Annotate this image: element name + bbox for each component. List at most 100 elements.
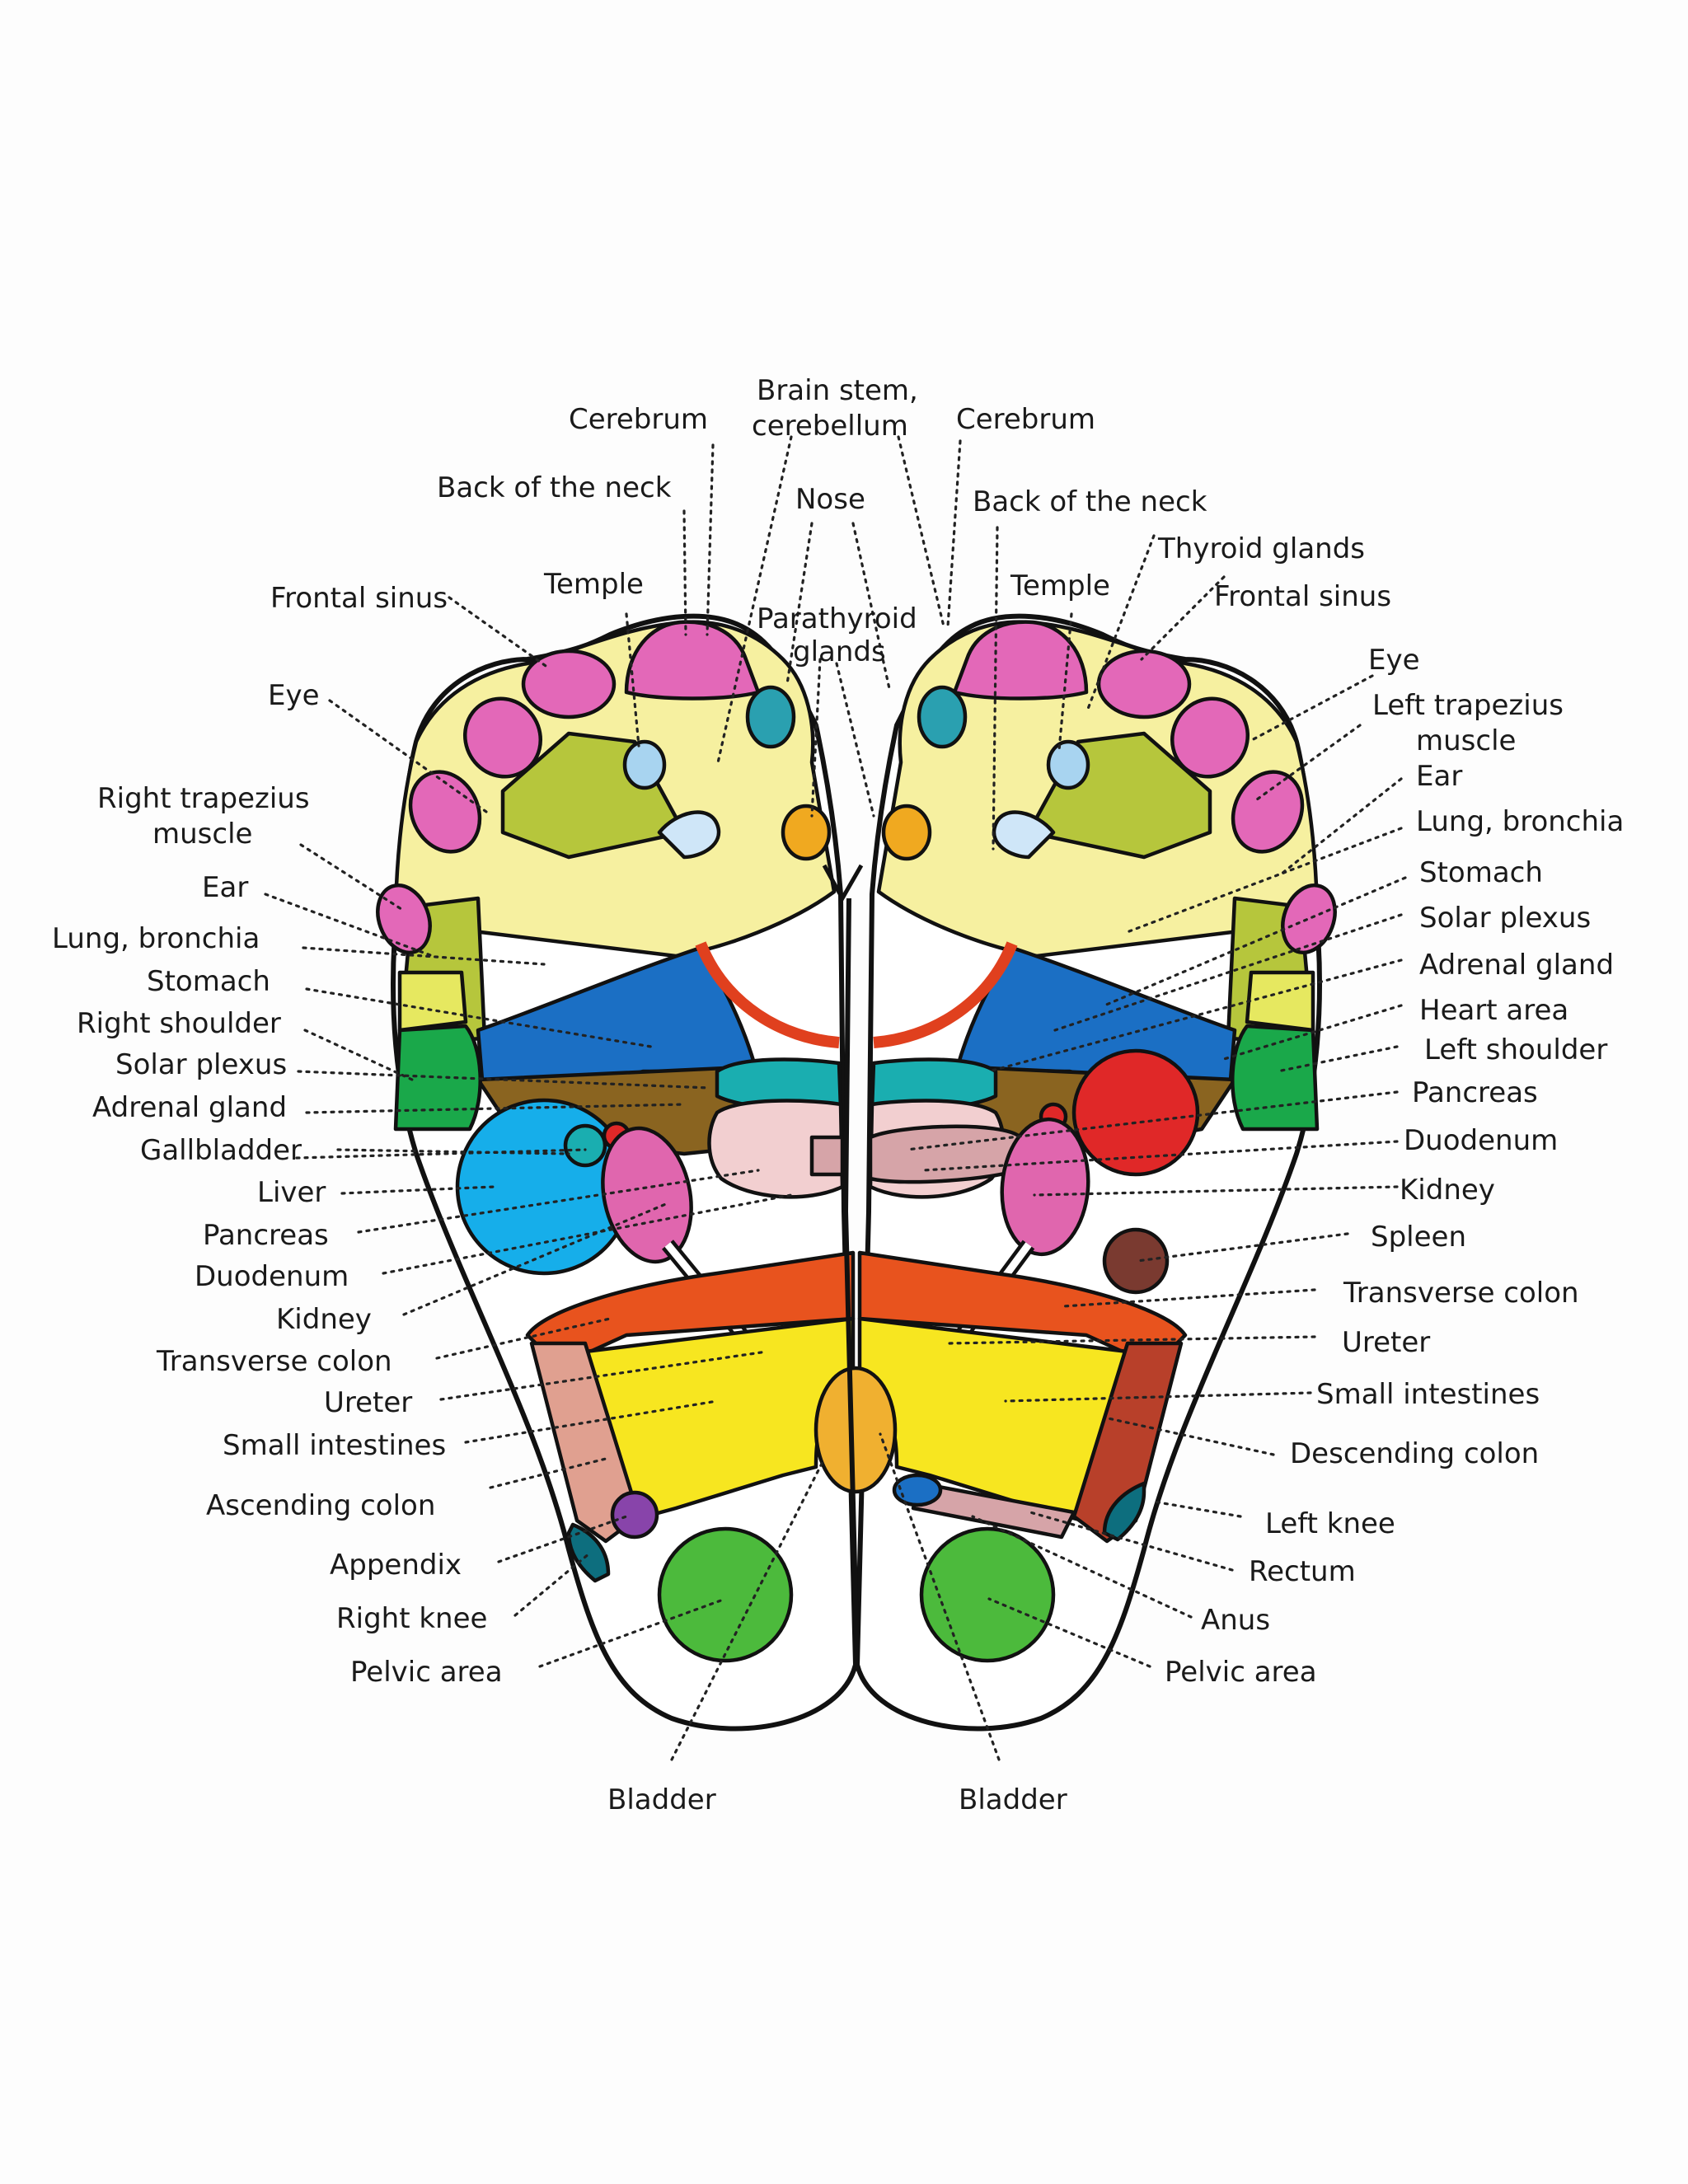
left-toe-3: [1170, 696, 1250, 779]
label-solar-right: Solar plexus: [115, 1048, 287, 1081]
label-spleen: Spleen: [1371, 1221, 1466, 1254]
center-divider: [842, 898, 860, 1666]
left-temple-oval: [1046, 739, 1090, 790]
right-nose-oval: [745, 685, 796, 749]
label-kidney-left: Kidney: [1400, 1174, 1495, 1207]
label-parathyroid-line2: glands: [793, 635, 886, 668]
left-pelvic-circle: [919, 1526, 1056, 1663]
right-big-toe: [624, 620, 761, 701]
label-back-neck-left: Back of the neck: [973, 485, 1207, 518]
right-pelvic-circle: [657, 1526, 794, 1663]
label-kidney-right: Kidney: [276, 1303, 372, 1336]
label-eye-right: Eye: [268, 679, 320, 712]
right-temple-oval: [622, 739, 667, 790]
label-pelvic-left: Pelvic area: [1165, 1656, 1317, 1689]
right-mauve-zone: [809, 1135, 845, 1177]
right-cerebellum-oval: [657, 810, 721, 860]
right-kidney-oval: [601, 1126, 693, 1264]
label-left-trapezius-line1: Left trapezius: [1372, 689, 1564, 722]
right-gallbladder-dot: [563, 1123, 607, 1168]
label-pelvic-right: Pelvic area: [350, 1656, 503, 1689]
left-anus-dot: [892, 1473, 943, 1507]
left-cerebellum-oval: [992, 810, 1056, 860]
left-parathyroid-dot: [881, 804, 932, 861]
label-liver: Liver: [257, 1176, 326, 1209]
label-right-knee: Right knee: [336, 1602, 487, 1635]
label-right-trapezius-line1: Right trapezius: [97, 782, 310, 815]
left-foot: [855, 613, 1337, 1732]
label-duodenum-right: Duodenum: [195, 1260, 349, 1293]
label-ascending-colon: Ascending colon: [206, 1489, 435, 1522]
left-mauve-zone: [868, 1124, 1023, 1184]
right-toe-4: [408, 770, 482, 854]
right-diaphragm-line: [695, 941, 840, 1048]
label-brain-stem-line1: Brain stem,: [757, 374, 918, 407]
label-frontal-sinus-left: Frontal sinus: [1214, 580, 1391, 613]
label-stomach-right: Stomach: [147, 965, 270, 998]
left-rectum-bar: [911, 1481, 1076, 1540]
label-lung-right: Lung, bronchia: [52, 922, 260, 955]
right-knee-arc: [566, 1522, 611, 1583]
label-heart-area: Heart area: [1419, 994, 1568, 1027]
label-pancreas-right: Pancreas: [203, 1219, 329, 1252]
bladder-oval: [814, 1366, 898, 1494]
label-right-shoulder: Right shoulder: [77, 1007, 281, 1040]
label-adrenal-left: Adrenal gland: [1419, 949, 1614, 982]
label-small-int-left: Small intestines: [1316, 1378, 1540, 1411]
left-kidney-oval: [1000, 1117, 1090, 1257]
right-appendix-dot: [610, 1490, 659, 1540]
label-ear-right: Ear: [202, 871, 248, 904]
label-cerebrum-right: Cerebrum: [569, 403, 708, 436]
label-adrenal-right: Adrenal gland: [92, 1091, 287, 1124]
label-cerebrum-left: Cerebrum: [956, 403, 1095, 436]
label-back-neck-right: Back of the neck: [437, 471, 672, 504]
label-rectum: Rectum: [1249, 1555, 1356, 1588]
left-spleen-dot: [1102, 1227, 1170, 1295]
label-pancreas-left: Pancreas: [1412, 1076, 1538, 1109]
label-nose: Nose: [795, 483, 865, 516]
label-anus: Anus: [1201, 1604, 1270, 1637]
label-small-int-right: Small intestines: [223, 1429, 446, 1462]
label-stomach-left: Stomach: [1419, 856, 1543, 889]
right-toe-2: [521, 649, 617, 719]
left-nose-oval: [917, 685, 968, 749]
label-bladder-right: Bladder: [607, 1783, 716, 1816]
left-toe-5: [1281, 883, 1337, 955]
label-frontal-sinus-right: Frontal sinus: [270, 582, 448, 615]
label-thyroid: Thyroid glands: [1157, 532, 1365, 565]
label-solar-left: Solar plexus: [1419, 902, 1591, 935]
label-lung-left: Lung, bronchia: [1416, 805, 1624, 838]
label-ear-left: Ear: [1416, 760, 1462, 793]
label-gallbladder: Gallbladder: [140, 1134, 302, 1167]
label-transverse-right: Transverse colon: [156, 1345, 392, 1378]
label-temple-right: Temple: [543, 568, 644, 601]
left-toe-4: [1231, 770, 1305, 854]
right-parathyroid-dot: [781, 804, 832, 861]
label-left-knee: Left knee: [1265, 1507, 1395, 1540]
left-shoulder-zone: [1231, 1024, 1320, 1132]
left-heart-circle: [1071, 1048, 1200, 1177]
label-ureter-left: Ureter: [1342, 1326, 1430, 1359]
left-toe-2: [1096, 649, 1192, 719]
left-side-yellow: [1245, 970, 1315, 1033]
label-left-shoulder: Left shoulder: [1424, 1033, 1607, 1066]
label-bladder-left: Bladder: [959, 1783, 1067, 1816]
label-eye-left: Eye: [1368, 644, 1420, 677]
label-left-trapezius-line2: muscle: [1416, 724, 1516, 757]
label-ureter-right: Ureter: [324, 1386, 412, 1419]
label-descending-colon: Descending colon: [1290, 1437, 1539, 1470]
right-side-yellow: [397, 970, 468, 1033]
label-parathyroid-line1: Parathyroid: [757, 602, 917, 635]
label-brain-stem-line2: cerebellum: [752, 410, 908, 443]
left-diaphragm-line: [873, 941, 1018, 1048]
labels: Cerebrum Brain stem, cerebellum Cerebrum…: [52, 374, 1624, 1816]
label-temple-left: Temple: [1010, 569, 1110, 602]
right-toe-3: [462, 696, 543, 779]
toe-cleft: [822, 864, 864, 903]
label-transverse-left: Transverse colon: [1343, 1277, 1579, 1310]
label-appendix: Appendix: [330, 1549, 462, 1582]
label-duodenum-left: Duodenum: [1404, 1124, 1558, 1157]
label-right-trapezius-line2: muscle: [152, 818, 252, 851]
leader-lines: [264, 435, 1407, 1761]
